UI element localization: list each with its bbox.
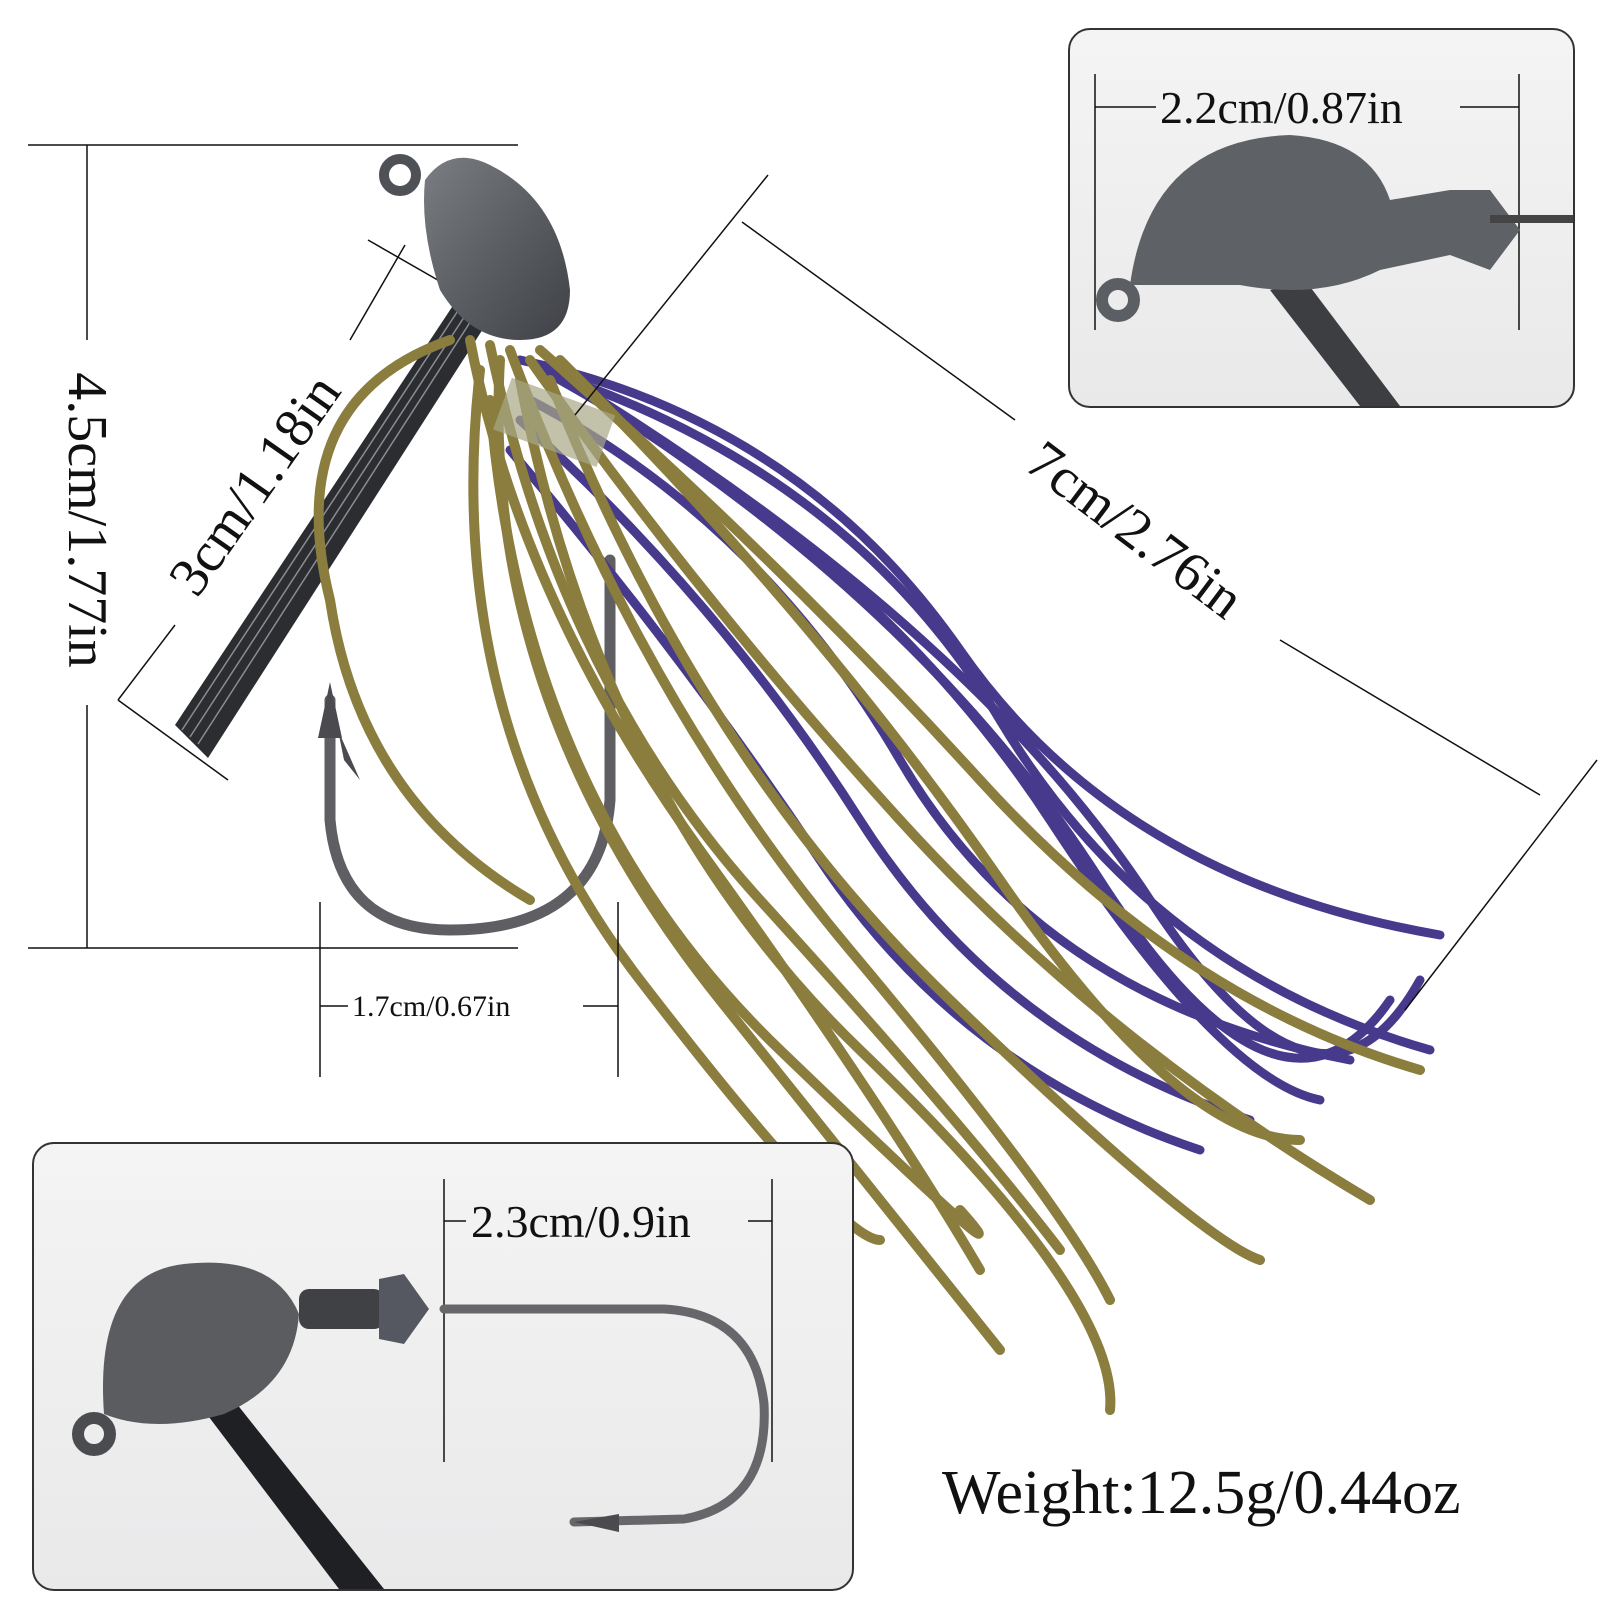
hook-gap-dimension-lines xyxy=(319,902,619,1077)
head-detail-illustration xyxy=(1094,74,1573,406)
skirt-dimension-lines xyxy=(574,174,1598,1011)
weedguard-dimension-lines xyxy=(117,239,491,781)
hook-shank-label: 2.3cm/0.9in xyxy=(471,1196,691,1247)
height-dimension-lines xyxy=(28,144,518,949)
hook-gap-label: 1.7cm/0.67in xyxy=(352,990,511,1023)
weight-label: Weight:12.5g/0.44oz xyxy=(942,1459,1461,1527)
inset-hook-detail: 2.3cm/0.9in xyxy=(32,1142,854,1591)
hook xyxy=(324,554,616,936)
height-label: 4.5cm/1.77in xyxy=(56,372,118,668)
inset-head-detail: 2.2cm/0.87in xyxy=(1068,28,1575,408)
hook-point xyxy=(318,682,342,738)
weedguard xyxy=(175,295,490,758)
hook-detail-illustration xyxy=(72,1179,773,1589)
skirt-olive xyxy=(313,335,1425,1415)
head-length-label: 2.2cm/0.87in xyxy=(1160,82,1403,133)
jig-head xyxy=(379,154,616,468)
